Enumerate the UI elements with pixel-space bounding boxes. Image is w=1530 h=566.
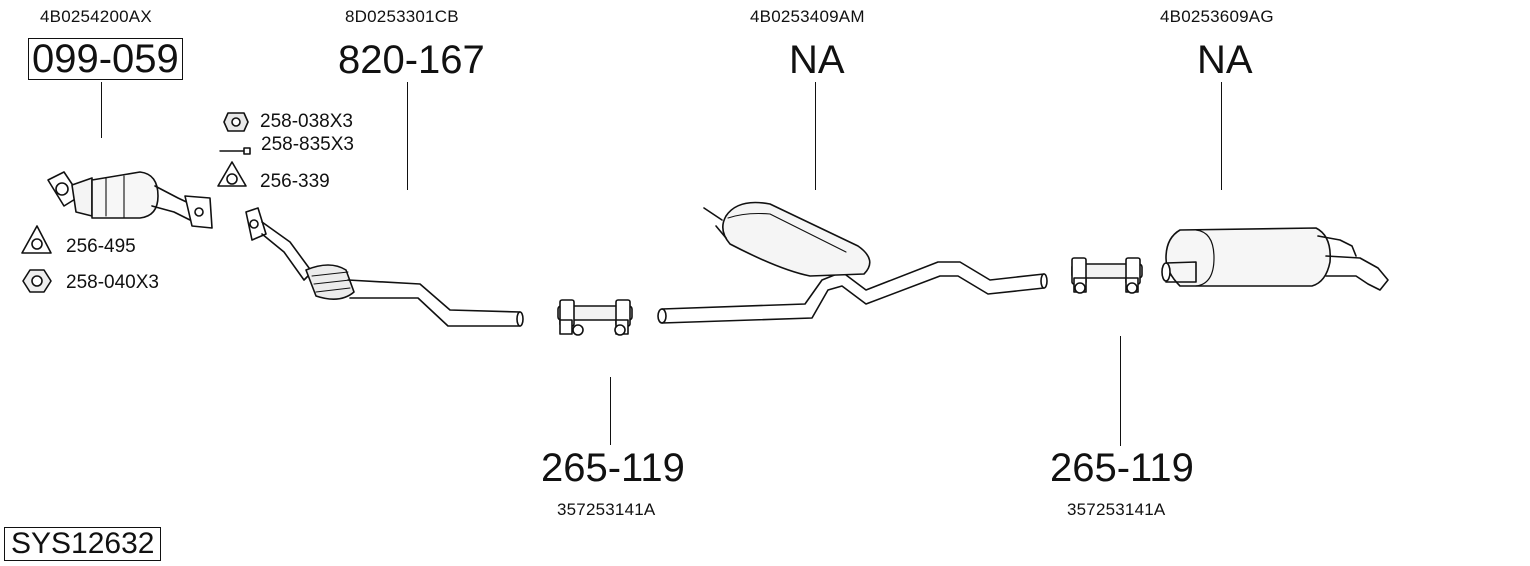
- part-number-front-pipe[interactable]: 820-167: [338, 38, 485, 82]
- hardware-label-gasket-cat: 256-495: [66, 236, 136, 257]
- hardware-label-nut: 258-038X3: [260, 111, 353, 132]
- clamp-2-drawing: [1071, 257, 1143, 294]
- hex-nut-icon: [22, 269, 52, 293]
- hardware-label-bolt: 258-835X3: [261, 134, 354, 155]
- leader-line-clamp-2: [1120, 336, 1121, 446]
- bolt-icon: [219, 147, 251, 155]
- catalytic-converter-drawing: [47, 171, 213, 229]
- part-number-catalyst[interactable]: 099-059: [28, 38, 183, 80]
- flange-nut-icon: [223, 112, 249, 132]
- part-number-clamp-1[interactable]: 265-119: [541, 446, 685, 490]
- front-pipe-drawing: [245, 207, 524, 327]
- oem-number-clamp-2: 357253141A: [1067, 500, 1166, 519]
- leader-line-center-muffler: [815, 82, 816, 190]
- part-number-rear-muffler[interactable]: NA: [1197, 38, 1253, 82]
- clamp-1-drawing: [557, 299, 633, 336]
- part-number-center-muffler[interactable]: NA: [789, 38, 845, 82]
- system-code: SYS12632: [4, 527, 162, 561]
- hardware-label-hex-nut: 258-040X3: [66, 272, 159, 293]
- leader-line-front-pipe: [407, 82, 408, 190]
- oem-number-rear-muffler: 4B0253609AG: [1160, 7, 1274, 26]
- rear-muffler-drawing: [1161, 227, 1389, 291]
- leader-line-clamp-1: [610, 377, 611, 445]
- gasket-front-icon: [217, 161, 247, 187]
- leader-line-rear-muffler: [1221, 82, 1222, 190]
- oem-number-clamp-1: 357253141A: [557, 500, 656, 519]
- oem-number-catalyst: 4B0254200AX: [40, 7, 152, 26]
- hardware-label-gasket-front: 256-339: [260, 171, 330, 192]
- oem-number-center-muffler: 4B0253409AM: [750, 7, 865, 26]
- oem-number-front-pipe: 8D0253301CB: [345, 7, 459, 26]
- leader-line-catalyst: [101, 82, 102, 138]
- gasket-cat-icon: [21, 225, 52, 254]
- part-number-clamp-2[interactable]: 265-119: [1050, 446, 1194, 490]
- center-muffler-drawing: [657, 201, 1048, 324]
